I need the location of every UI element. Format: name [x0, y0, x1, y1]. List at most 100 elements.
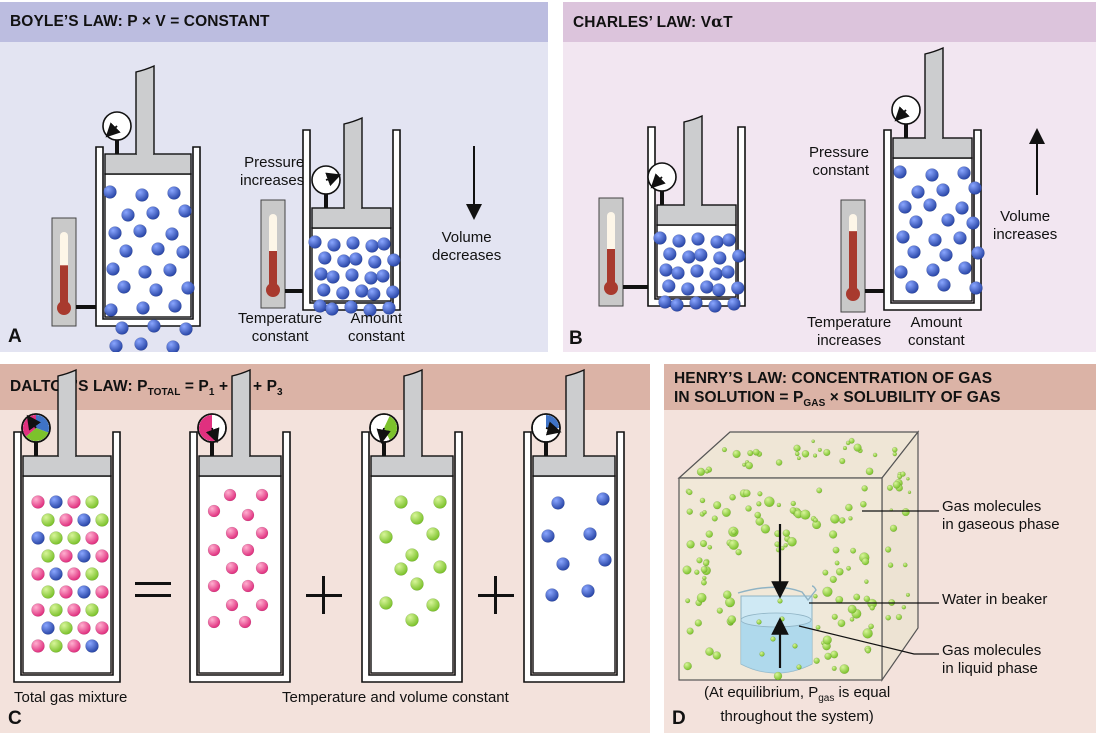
molecule-blue: [653, 231, 667, 245]
molecule-blue: [376, 269, 390, 283]
molecule-green: [839, 457, 846, 465]
rod-joint: [926, 137, 942, 140]
molecule-green: [41, 585, 55, 599]
molecule-pink: [67, 567, 81, 581]
molecule-green: [742, 489, 751, 498]
molecule-green: [822, 635, 832, 645]
molecule-blue: [694, 248, 708, 262]
molecule-green: [745, 461, 754, 470]
molecule-blue: [31, 531, 45, 545]
piston-rod: [924, 46, 944, 138]
gauge-stem: [324, 192, 328, 208]
gauge-stem: [210, 440, 214, 456]
molecule-green: [891, 446, 898, 453]
molecule-pink: [59, 549, 73, 563]
molecule-green: [848, 437, 855, 444]
molecule-blue: [367, 287, 381, 301]
molecule-pink: [59, 585, 73, 599]
molecule-green: [796, 664, 802, 670]
molecule-green: [686, 540, 695, 549]
molecule-green: [763, 496, 775, 508]
molecule-pink: [207, 504, 221, 518]
gauge-slice: [384, 415, 390, 428]
molecule-blue: [545, 588, 559, 602]
molecule-blue: [308, 235, 322, 249]
molecule-blue: [345, 268, 359, 282]
molecule-green: [892, 451, 898, 457]
molecule-blue: [49, 567, 63, 581]
molecule-green: [816, 487, 823, 494]
molecule-green: [67, 531, 81, 545]
molecule-green: [704, 468, 710, 474]
gauge-needle: [545, 421, 562, 436]
molecule-green: [905, 592, 911, 597]
molecule-green: [696, 467, 706, 476]
connector: [76, 305, 98, 309]
molecule-blue: [732, 249, 746, 263]
molecule-blue: [167, 186, 181, 200]
molecule-green: [848, 516, 853, 521]
equals-sign: [135, 582, 171, 585]
piston-rod: [135, 64, 155, 154]
rod-joint: [567, 455, 583, 458]
molecule-blue: [121, 208, 135, 222]
rod-joint: [405, 455, 421, 458]
molecule-green: [901, 508, 910, 517]
molecule-blue: [325, 302, 339, 316]
molecule-green: [845, 503, 853, 512]
molecule-pink: [59, 513, 73, 527]
henry-title-line1: HENRY’S LAW: CONCENTRATION OF GAS: [674, 370, 993, 387]
molecule-green: [822, 586, 833, 597]
molecule-blue: [682, 250, 696, 264]
piston: [311, 207, 392, 229]
molecule-blue: [135, 188, 149, 202]
boyle-illustration: [51, 64, 482, 352]
henry-water-label: Water in beaker: [942, 591, 1048, 608]
gauge-stem: [660, 189, 664, 205]
molecule-green: [775, 459, 783, 466]
molecule-green: [405, 613, 419, 627]
molecule-blue: [336, 286, 350, 300]
henry-panel-letter: D: [672, 708, 686, 729]
molecule-blue: [691, 232, 705, 246]
gauge-needle: [325, 172, 342, 187]
dalton-title-sub: 1: [208, 387, 215, 399]
thermometer-mercury: [607, 249, 615, 286]
molecule-green: [379, 596, 393, 610]
dalton-illustration: [13, 368, 625, 683]
piston-rod: [683, 114, 703, 205]
molecule-green: [410, 511, 424, 525]
molecule-blue: [556, 557, 570, 571]
molecule-green: [777, 598, 783, 604]
molecule-blue: [709, 267, 723, 281]
molecule-blue: [146, 206, 160, 220]
cylinder-wall: [189, 431, 291, 683]
rod-joint: [59, 455, 75, 458]
molecule-blue: [957, 166, 971, 180]
molecule-pink: [85, 531, 99, 545]
thermometer-mercury: [60, 265, 68, 306]
molecule-blue: [368, 255, 382, 269]
molecule-pink: [207, 543, 221, 557]
molecule-blue: [377, 237, 391, 251]
thermometer-bulb: [266, 283, 280, 297]
molecule-blue: [731, 281, 745, 295]
molecule-pink: [67, 495, 81, 509]
molecule-blue: [149, 283, 163, 297]
molecule-green: [754, 511, 762, 519]
molecule-green: [747, 449, 754, 457]
gauge-needle: [650, 173, 666, 189]
molecule-green: [727, 615, 737, 624]
water-in-beaker: [741, 620, 812, 673]
molecule-green: [884, 546, 892, 553]
molecule-blue: [49, 495, 63, 509]
molecule-blue: [958, 261, 972, 275]
molecule-blue: [721, 265, 735, 279]
molecule-green: [705, 647, 714, 656]
molecule-blue: [971, 246, 985, 260]
dalton-panel-letter: C: [8, 708, 22, 729]
gauge-needle: [26, 414, 41, 431]
molecule-green: [716, 607, 723, 614]
